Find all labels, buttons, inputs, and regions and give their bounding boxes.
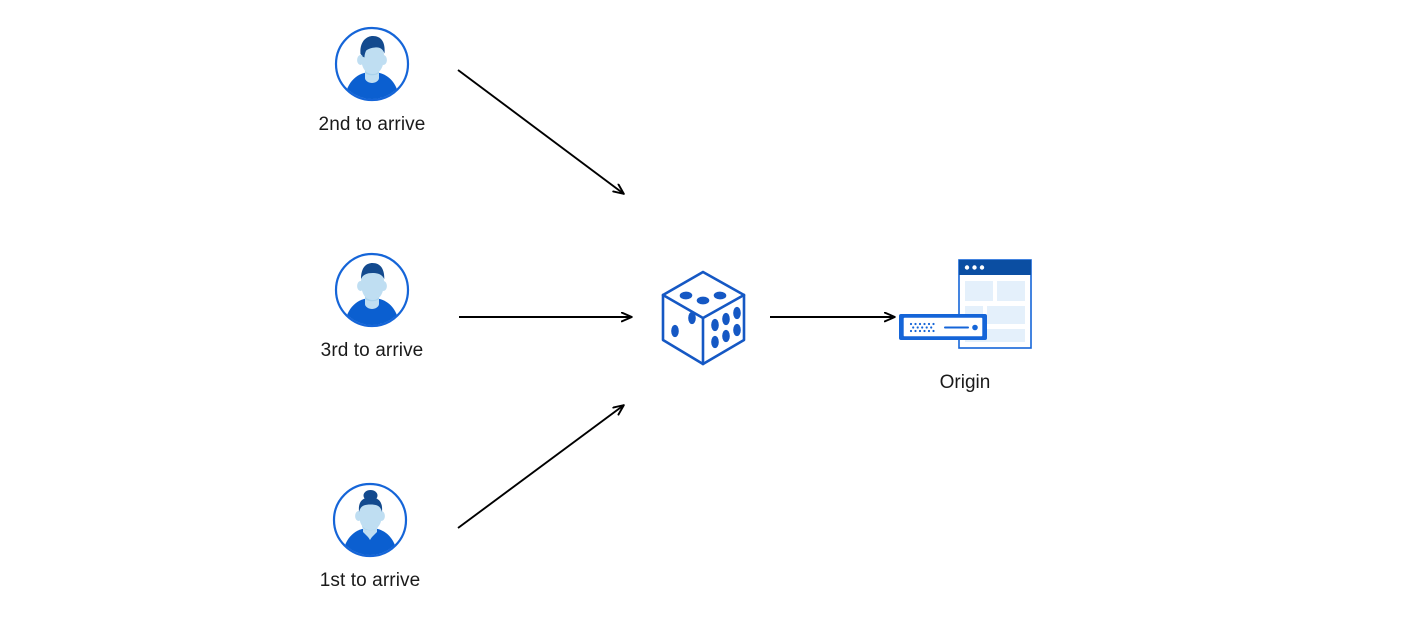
user-avatar-icon xyxy=(334,252,410,328)
server-device xyxy=(899,314,987,340)
node-origin[interactable]: Origin xyxy=(865,258,1065,395)
node-label: 2nd to arrive xyxy=(318,114,426,135)
user-avatar-icon xyxy=(334,26,410,102)
dice-pips-right xyxy=(711,306,741,349)
edge-1st-to-dice xyxy=(457,405,624,529)
browser-window-server-icon xyxy=(895,258,1035,358)
server-vent-dots xyxy=(909,322,935,333)
edge-2nd-to-dice xyxy=(457,69,624,194)
node-client-2nd[interactable]: 2nd to arrive xyxy=(292,26,452,137)
node-client-3rd[interactable]: 3rd to arrive xyxy=(292,252,452,363)
dice-pips-top xyxy=(679,291,727,305)
node-label: 3rd to arrive xyxy=(320,340,424,361)
dice-icon xyxy=(656,268,752,368)
node-randomizer[interactable] xyxy=(656,268,752,368)
node-label: 1st to arrive xyxy=(319,570,421,591)
dice-pips-left xyxy=(671,311,696,338)
node-client-1st[interactable]: 1st to arrive xyxy=(290,482,450,593)
origin-label: Origin xyxy=(939,372,991,393)
user-avatar-icon xyxy=(332,482,408,558)
